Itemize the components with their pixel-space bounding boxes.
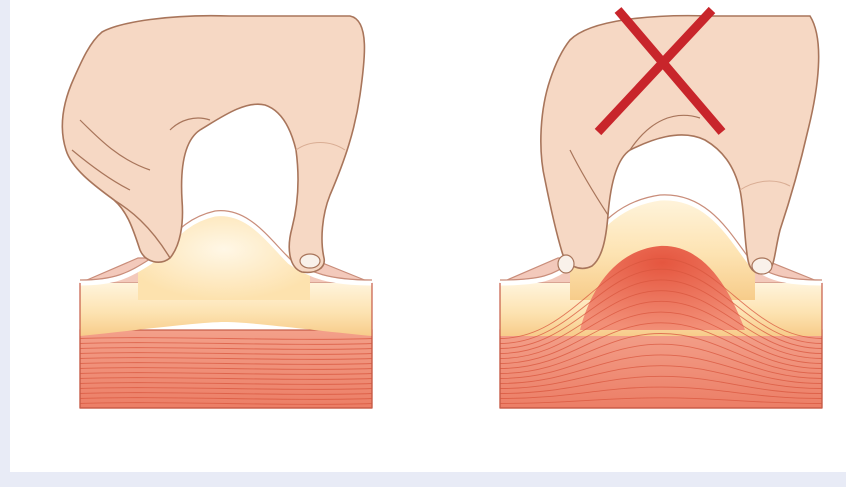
tissue-block bbox=[80, 211, 372, 408]
thumbnail bbox=[300, 254, 320, 268]
fingernail bbox=[752, 258, 772, 274]
frame-border-bottom bbox=[0, 472, 846, 487]
frame-border-left bbox=[0, 0, 10, 487]
pinch-technique-diagram bbox=[10, 0, 846, 472]
panel-incorrect bbox=[500, 10, 822, 408]
panel-correct bbox=[62, 16, 372, 408]
figure-canvas bbox=[10, 0, 846, 472]
thumbnail bbox=[558, 255, 574, 273]
